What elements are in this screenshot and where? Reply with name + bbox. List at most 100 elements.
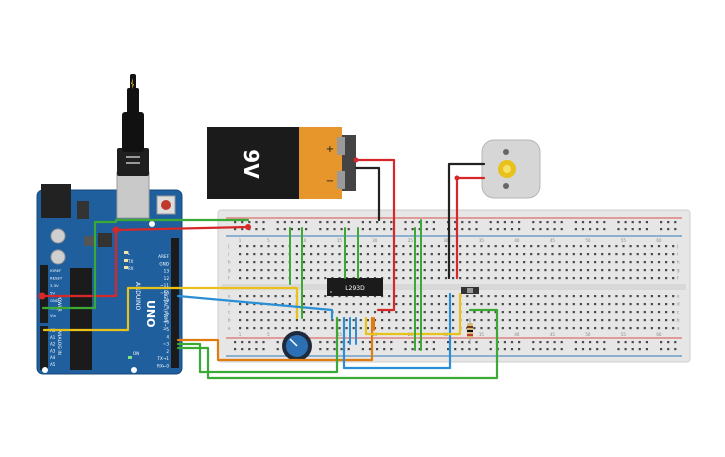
terminal-hole[interactable] [615, 303, 618, 306]
terminal-hole[interactable] [523, 277, 526, 280]
rail-hole[interactable] [283, 221, 286, 224]
rail-hole[interactable] [425, 228, 428, 231]
terminal-hole[interactable] [473, 311, 476, 314]
terminal-hole[interactable] [615, 245, 618, 248]
terminal-hole[interactable] [530, 269, 533, 272]
terminal-hole[interactable] [359, 245, 362, 248]
terminal-hole[interactable] [473, 303, 476, 306]
terminal-hole[interactable] [388, 245, 391, 248]
terminal-hole[interactable] [395, 253, 398, 256]
terminal-hole[interactable] [466, 261, 469, 264]
terminal-hole[interactable] [359, 303, 362, 306]
terminal-hole[interactable] [615, 269, 618, 272]
rail-hole[interactable] [234, 348, 237, 351]
rail-hole[interactable] [589, 221, 592, 224]
terminal-hole[interactable] [437, 311, 440, 314]
rail-hole[interactable] [241, 341, 244, 344]
terminal-hole[interactable] [338, 245, 341, 248]
terminal-hole[interactable] [530, 311, 533, 314]
rail-hole[interactable] [390, 221, 393, 224]
terminal-hole[interactable] [501, 327, 504, 330]
terminal-hole[interactable] [544, 245, 547, 248]
terminal-hole[interactable] [508, 327, 511, 330]
terminal-hole[interactable] [608, 319, 611, 322]
terminal-hole[interactable] [608, 245, 611, 248]
terminal-hole[interactable] [359, 295, 362, 298]
terminal-hole[interactable] [480, 303, 483, 306]
terminal-hole[interactable] [480, 253, 483, 256]
terminal-hole[interactable] [437, 277, 440, 280]
terminal-hole[interactable] [444, 253, 448, 256]
rail-hole[interactable] [546, 228, 549, 231]
terminal-hole[interactable] [437, 319, 440, 322]
terminal-hole[interactable] [558, 311, 561, 314]
terminal-hole[interactable] [239, 261, 242, 264]
terminal-hole[interactable] [402, 311, 405, 314]
terminal-hole[interactable] [537, 311, 540, 314]
terminal-hole[interactable] [672, 303, 675, 306]
terminal-hole[interactable] [437, 295, 440, 298]
terminal-hole[interactable] [487, 261, 490, 264]
terminal-hole[interactable] [544, 269, 547, 272]
rail-hole[interactable] [674, 221, 677, 224]
rail-hole[interactable] [276, 348, 279, 351]
terminal-hole[interactable] [544, 277, 547, 280]
terminal-hole[interactable] [594, 295, 597, 298]
terminal-hole[interactable] [508, 245, 511, 248]
rail-hole[interactable] [489, 341, 492, 344]
rail-hole[interactable] [326, 228, 329, 231]
terminal-hole[interactable] [466, 319, 469, 322]
terminal-hole[interactable] [665, 253, 668, 256]
rail-hole[interactable] [425, 341, 428, 344]
rail-hole[interactable] [660, 341, 663, 344]
rail-hole[interactable] [660, 228, 663, 231]
terminal-hole[interactable] [565, 319, 568, 322]
terminal-hole[interactable] [423, 261, 426, 264]
terminal-hole[interactable] [665, 277, 668, 280]
rail-hole[interactable] [454, 341, 457, 344]
rail-hole[interactable] [262, 341, 265, 344]
terminal-hole[interactable] [430, 245, 433, 248]
terminal-hole[interactable] [579, 319, 582, 322]
terminal-hole[interactable] [650, 253, 653, 256]
terminal-hole[interactable] [629, 327, 632, 330]
terminal-hole[interactable] [672, 261, 675, 264]
terminal-hole[interactable] [388, 277, 391, 280]
terminal-hole[interactable] [558, 253, 561, 256]
terminal-hole[interactable] [459, 261, 462, 264]
terminal-hole[interactable] [281, 261, 284, 264]
terminal-hole[interactable] [480, 245, 483, 248]
terminal-hole[interactable] [558, 277, 561, 280]
terminal-hole[interactable] [338, 261, 341, 264]
terminal-hole[interactable] [586, 253, 590, 256]
terminal-hole[interactable] [501, 295, 504, 298]
terminal-hole[interactable] [579, 311, 582, 314]
terminal-hole[interactable] [430, 319, 433, 322]
terminal-hole[interactable] [579, 277, 582, 280]
terminal-hole[interactable] [366, 253, 369, 256]
terminal-hole[interactable] [643, 319, 646, 322]
rail-hole[interactable] [574, 228, 577, 231]
terminal-hole[interactable] [650, 327, 653, 330]
terminal-hole[interactable] [253, 311, 256, 314]
terminal-hole[interactable] [530, 303, 533, 306]
terminal-hole[interactable] [579, 261, 582, 264]
terminal-hole[interactable] [267, 327, 270, 330]
terminal-hole[interactable] [423, 277, 426, 280]
terminal-hole[interactable] [317, 327, 320, 330]
terminal-hole[interactable] [544, 295, 547, 298]
rail-hole[interactable] [347, 228, 350, 231]
rail-hole[interactable] [418, 221, 421, 224]
terminal-hole[interactable] [608, 277, 611, 280]
rail-hole[interactable] [376, 221, 379, 224]
terminal-hole[interactable] [501, 319, 504, 322]
terminal-hole[interactable] [459, 253, 462, 256]
terminal-hole[interactable] [381, 269, 384, 272]
terminal-hole[interactable] [430, 261, 433, 264]
terminal-hole[interactable] [643, 269, 646, 272]
terminal-hole[interactable] [594, 261, 597, 264]
terminal-hole[interactable] [423, 311, 426, 314]
terminal-hole[interactable] [537, 269, 540, 272]
terminal-hole[interactable] [267, 253, 270, 256]
terminal-hole[interactable] [622, 277, 625, 280]
